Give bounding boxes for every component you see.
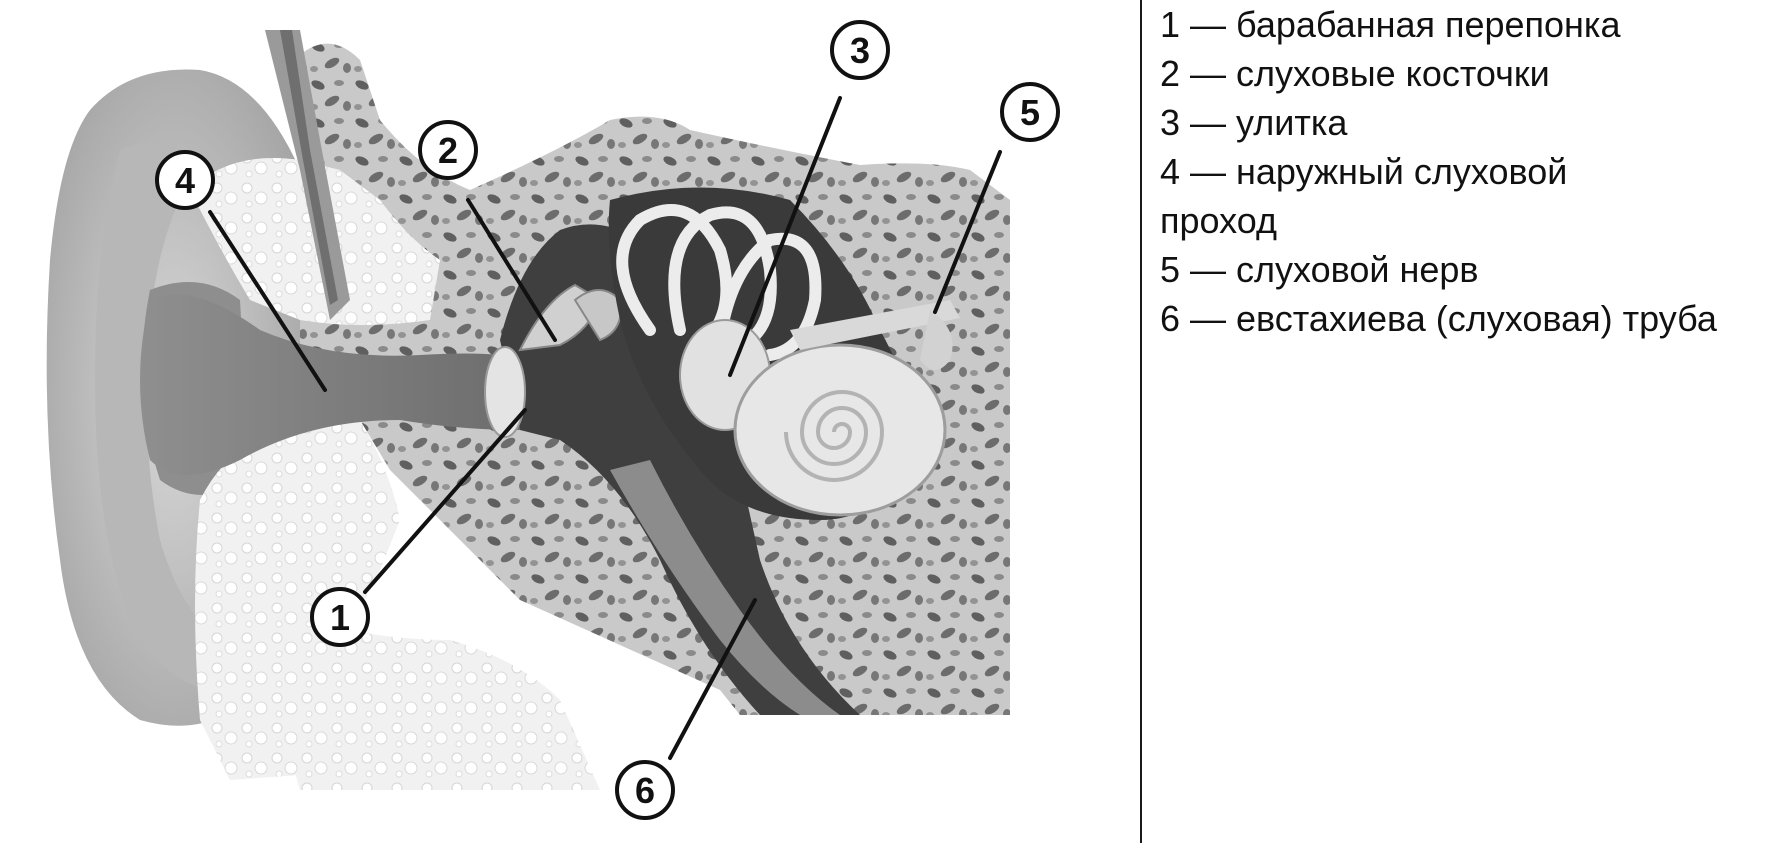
eustachian-tube [610,460,840,715]
svg-text:2: 2 [438,130,458,171]
middle-ear-cavity [500,224,860,715]
callout-2: 2 [418,120,478,180]
leader-line-1 [363,408,527,594]
leader-line-2 [466,198,557,342]
auditory-nerve [790,300,960,370]
legend-item-4: 4 — наружный слуховой проход [1160,151,1568,241]
leader-line-3 [728,96,842,377]
ear-anatomy-diagram: 1 2 3 4 5 6 [46,20,1060,820]
callout-5: 5 [1000,82,1060,142]
legend-item-1: 1 — барабанная перепонка [1160,4,1621,45]
leader-lines [208,96,1002,760]
leader-line-4 [208,210,327,392]
svg-text:6: 6 [635,770,655,811]
leader-line-6 [668,598,757,760]
legend-item-3: 3 — улитка [1160,102,1348,143]
legend-item-2: 2 — слуховые косточки [1160,53,1550,94]
eardrum [484,346,526,438]
leader-line-5 [933,150,1002,314]
legend-item-5: 5 — слуховой нерв [1160,249,1479,290]
svg-text:5: 5 [1020,92,1040,133]
callout-6: 6 [615,760,675,820]
cochlea [733,343,947,517]
divider [1140,0,1142,843]
svg-text:3: 3 [850,30,870,71]
ear-canal [140,294,520,475]
legend: 1 — барабанная перепонка 2 — слуховые ко… [1160,0,1760,343]
callout-3: 3 [830,20,890,80]
svg-text:4: 4 [175,160,195,201]
callout-4: 4 [155,150,215,210]
svg-text:1: 1 [330,597,350,638]
legend-item-6: 6 — евстахиева (слуховая) труба [1160,298,1717,339]
callout-1: 1 [310,587,370,647]
skull-layer-stripe [265,30,350,320]
